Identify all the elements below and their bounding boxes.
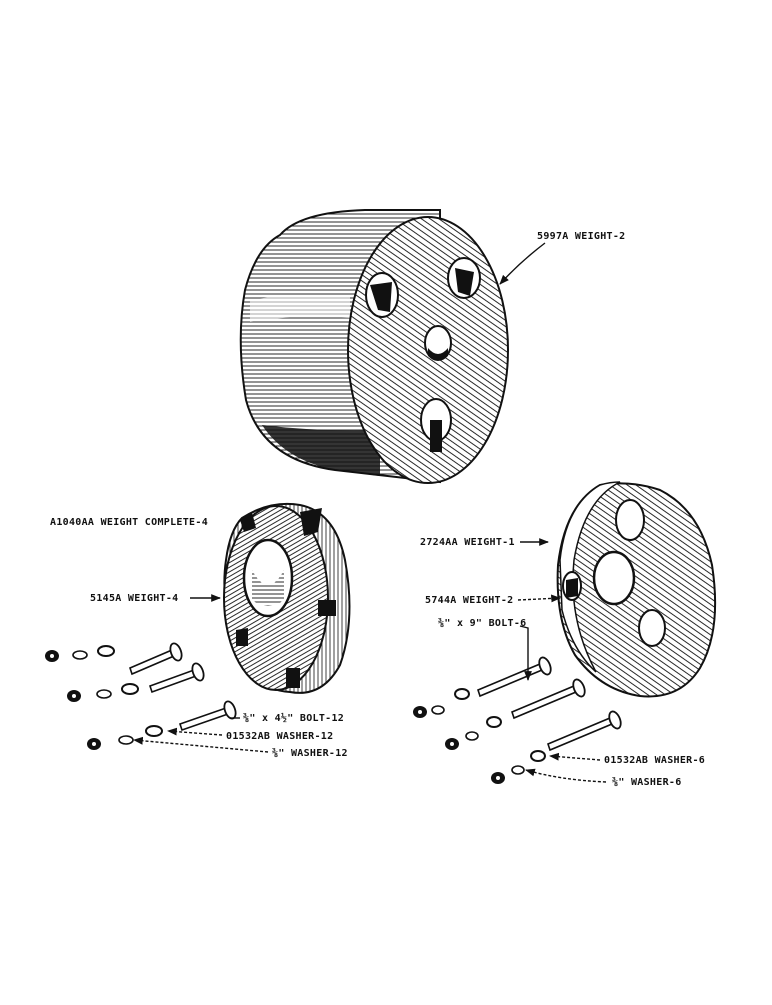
leader-bolt-right [519, 625, 532, 681]
weight-2724aa-drawing [556, 481, 717, 698]
label-5744a-weight: 5744A WEIGHT-2 [425, 595, 514, 606]
leader-washer-left [133, 736, 269, 753]
washer [511, 765, 525, 775]
nut [413, 706, 427, 718]
washer [431, 705, 445, 715]
washer [530, 750, 546, 762]
label-2724aa-weight: 2724AA WEIGHT-1 [420, 537, 515, 548]
leader-washer-right [525, 768, 607, 783]
label-5145a-weight: 5145A WEIGHT-4 [90, 593, 179, 604]
washer [97, 645, 115, 657]
nut [87, 738, 101, 750]
bolt [547, 710, 622, 752]
label-washer-left: ⅜" WASHER-12 [272, 747, 348, 759]
left-bolts [45, 642, 237, 750]
washer [121, 683, 139, 695]
label-bolt-right: ⅜" x 9" BOLT-6 [438, 617, 527, 629]
nut [491, 772, 505, 784]
leader-washer-01532ab-right [549, 752, 601, 761]
washer [454, 688, 470, 700]
leader-5744a [517, 594, 561, 603]
washer [465, 731, 479, 741]
nut [67, 690, 81, 702]
bolt [148, 662, 205, 694]
right-bolts [413, 656, 622, 784]
bolt [178, 700, 237, 732]
label-washer-01532ab-right: 01532AB WASHER-6 [604, 755, 705, 766]
label-5997a-weight: 5997A WEIGHT-2 [537, 231, 626, 242]
leader-washer-01532ab-left [167, 727, 223, 736]
label-washer-right: ⅜" WASHER-6 [612, 776, 682, 788]
washer [72, 650, 88, 660]
washer [96, 689, 112, 699]
washer [486, 716, 502, 728]
label-bolt-left: ⅜" x 4½" BOLT-12 [243, 712, 344, 724]
washer [118, 735, 134, 745]
weight-5997a-drawing [239, 209, 509, 484]
washer [145, 725, 163, 737]
leader-5997a [499, 242, 546, 285]
label-a1040aa-weight-complete: A1040AA WEIGHT COMPLETE-4 [50, 517, 208, 528]
nut [445, 738, 459, 750]
bolt [129, 642, 183, 676]
nut [45, 650, 59, 662]
bolt [511, 678, 586, 720]
label-washer-01532ab-left: 01532AB WASHER-12 [226, 731, 333, 742]
bolt [477, 656, 552, 698]
weight-5145a-drawing [223, 502, 351, 694]
leader-lines [133, 242, 607, 783]
